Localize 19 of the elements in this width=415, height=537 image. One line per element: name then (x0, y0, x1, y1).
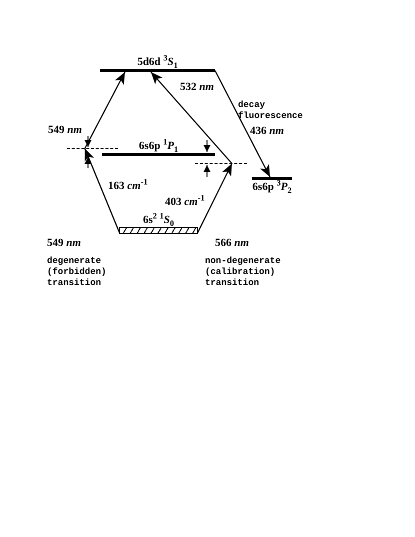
level-label: 6s6p $^{1}$P$_{1}$ (138, 139, 178, 153)
edge-label: 566 nm (215, 237, 249, 250)
annotation-text: 163 cm$^{-1}$ (108, 180, 148, 193)
transition-arrow (84, 72, 126, 149)
edge-label: 532 nm (180, 81, 214, 94)
annotation-text: non-degenerate (calibration) transition (205, 256, 282, 289)
level-label: 5d6d $^{3}$S$_{1}$ (137, 55, 178, 69)
annotation-text: decay fluorescence (238, 100, 304, 122)
transition-arrow (84, 148, 121, 234)
transition-arrow (214, 70, 271, 178)
transition-arrow (150, 72, 232, 164)
edge-label: 549 nm (47, 237, 81, 250)
transition-arrow (196, 163, 232, 234)
edge-label: 549 nm (48, 124, 82, 137)
level-label: 6s$^{2}$ $^{1}$S$_{0}$ (142, 213, 174, 227)
annotation-text: 403 cm$^{-1}$ (165, 196, 205, 209)
level-label: 6s6p $^{3}$P$_{2}$ (252, 180, 292, 194)
edge-label: 436 nm (250, 125, 284, 138)
annotation-text: degenerate (forbidden) transition (47, 256, 108, 289)
